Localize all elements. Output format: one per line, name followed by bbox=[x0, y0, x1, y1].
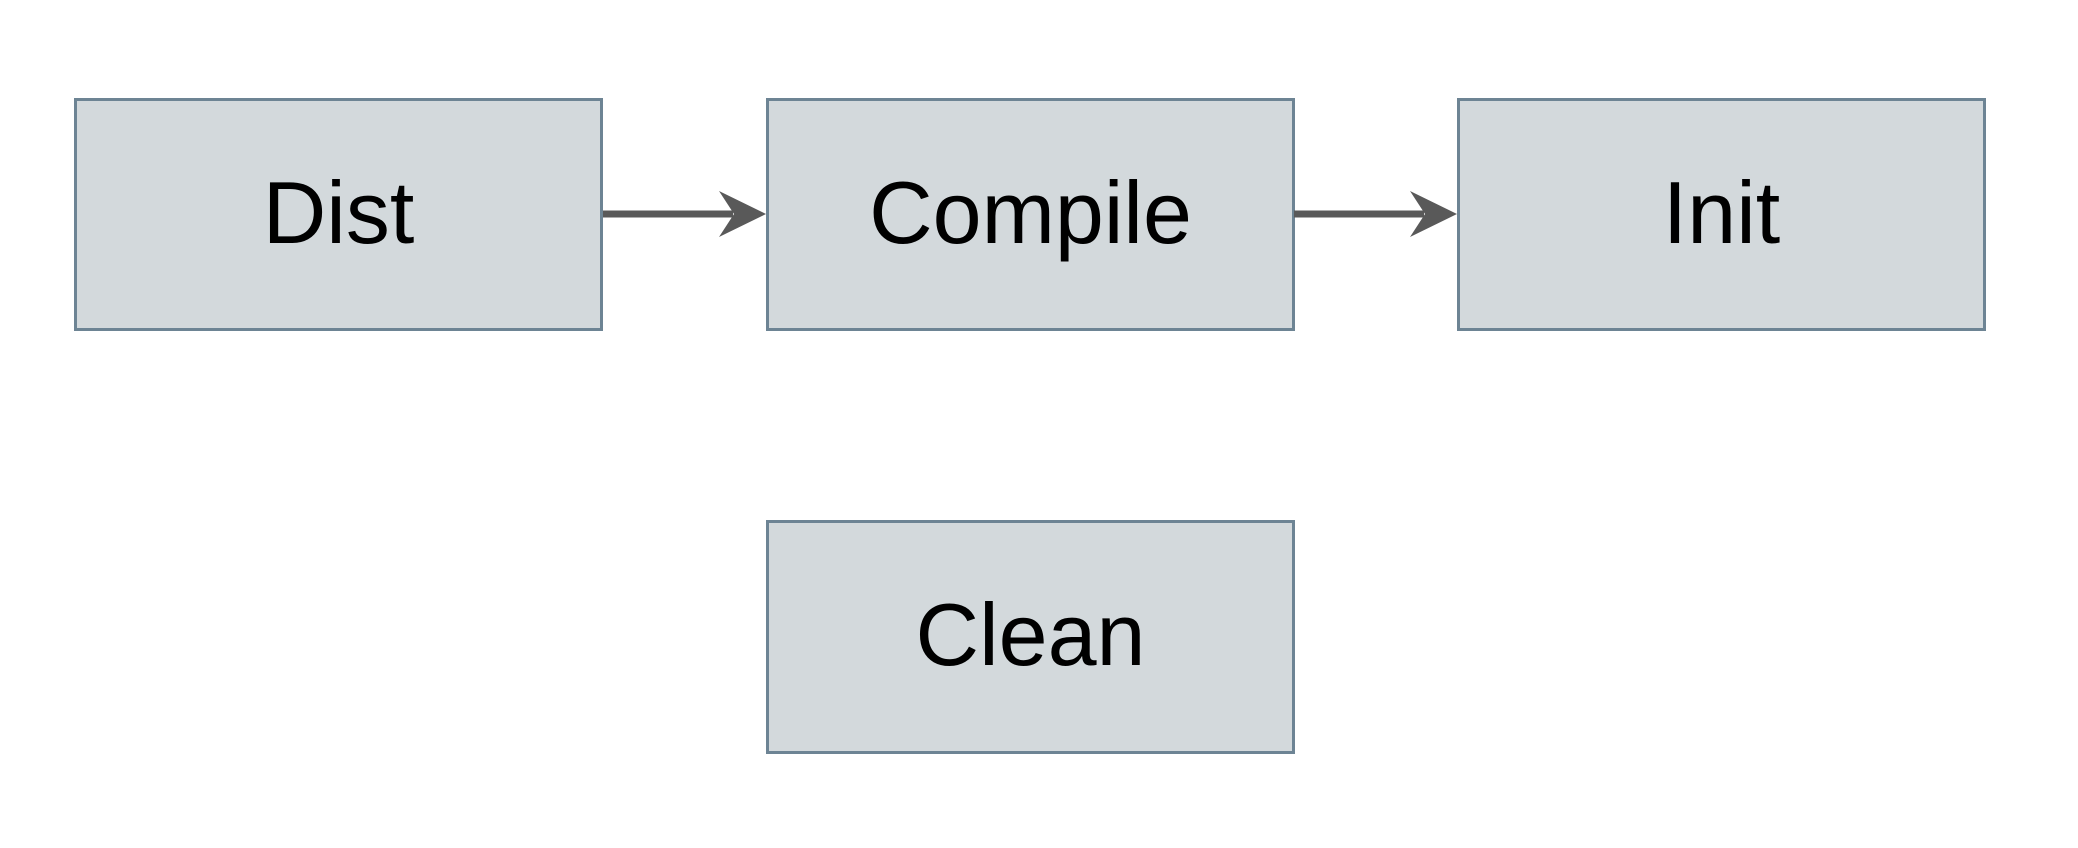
node-dist: Dist bbox=[74, 98, 603, 331]
node-compile-label: Compile bbox=[869, 162, 1192, 262]
arrow-compile-to-init bbox=[1294, 186, 1457, 242]
right-arrow-icon bbox=[603, 191, 766, 237]
node-clean-label: Clean bbox=[915, 585, 1146, 684]
node-dist-label: Dist bbox=[262, 162, 415, 262]
node-init-label: Init bbox=[1662, 162, 1781, 262]
node-clean: Clean bbox=[766, 520, 1295, 754]
node-init: Init bbox=[1457, 98, 1986, 331]
right-arrow-icon bbox=[1294, 191, 1457, 237]
node-compile: Compile bbox=[766, 98, 1295, 331]
arrow-dist-to-compile bbox=[603, 186, 766, 242]
